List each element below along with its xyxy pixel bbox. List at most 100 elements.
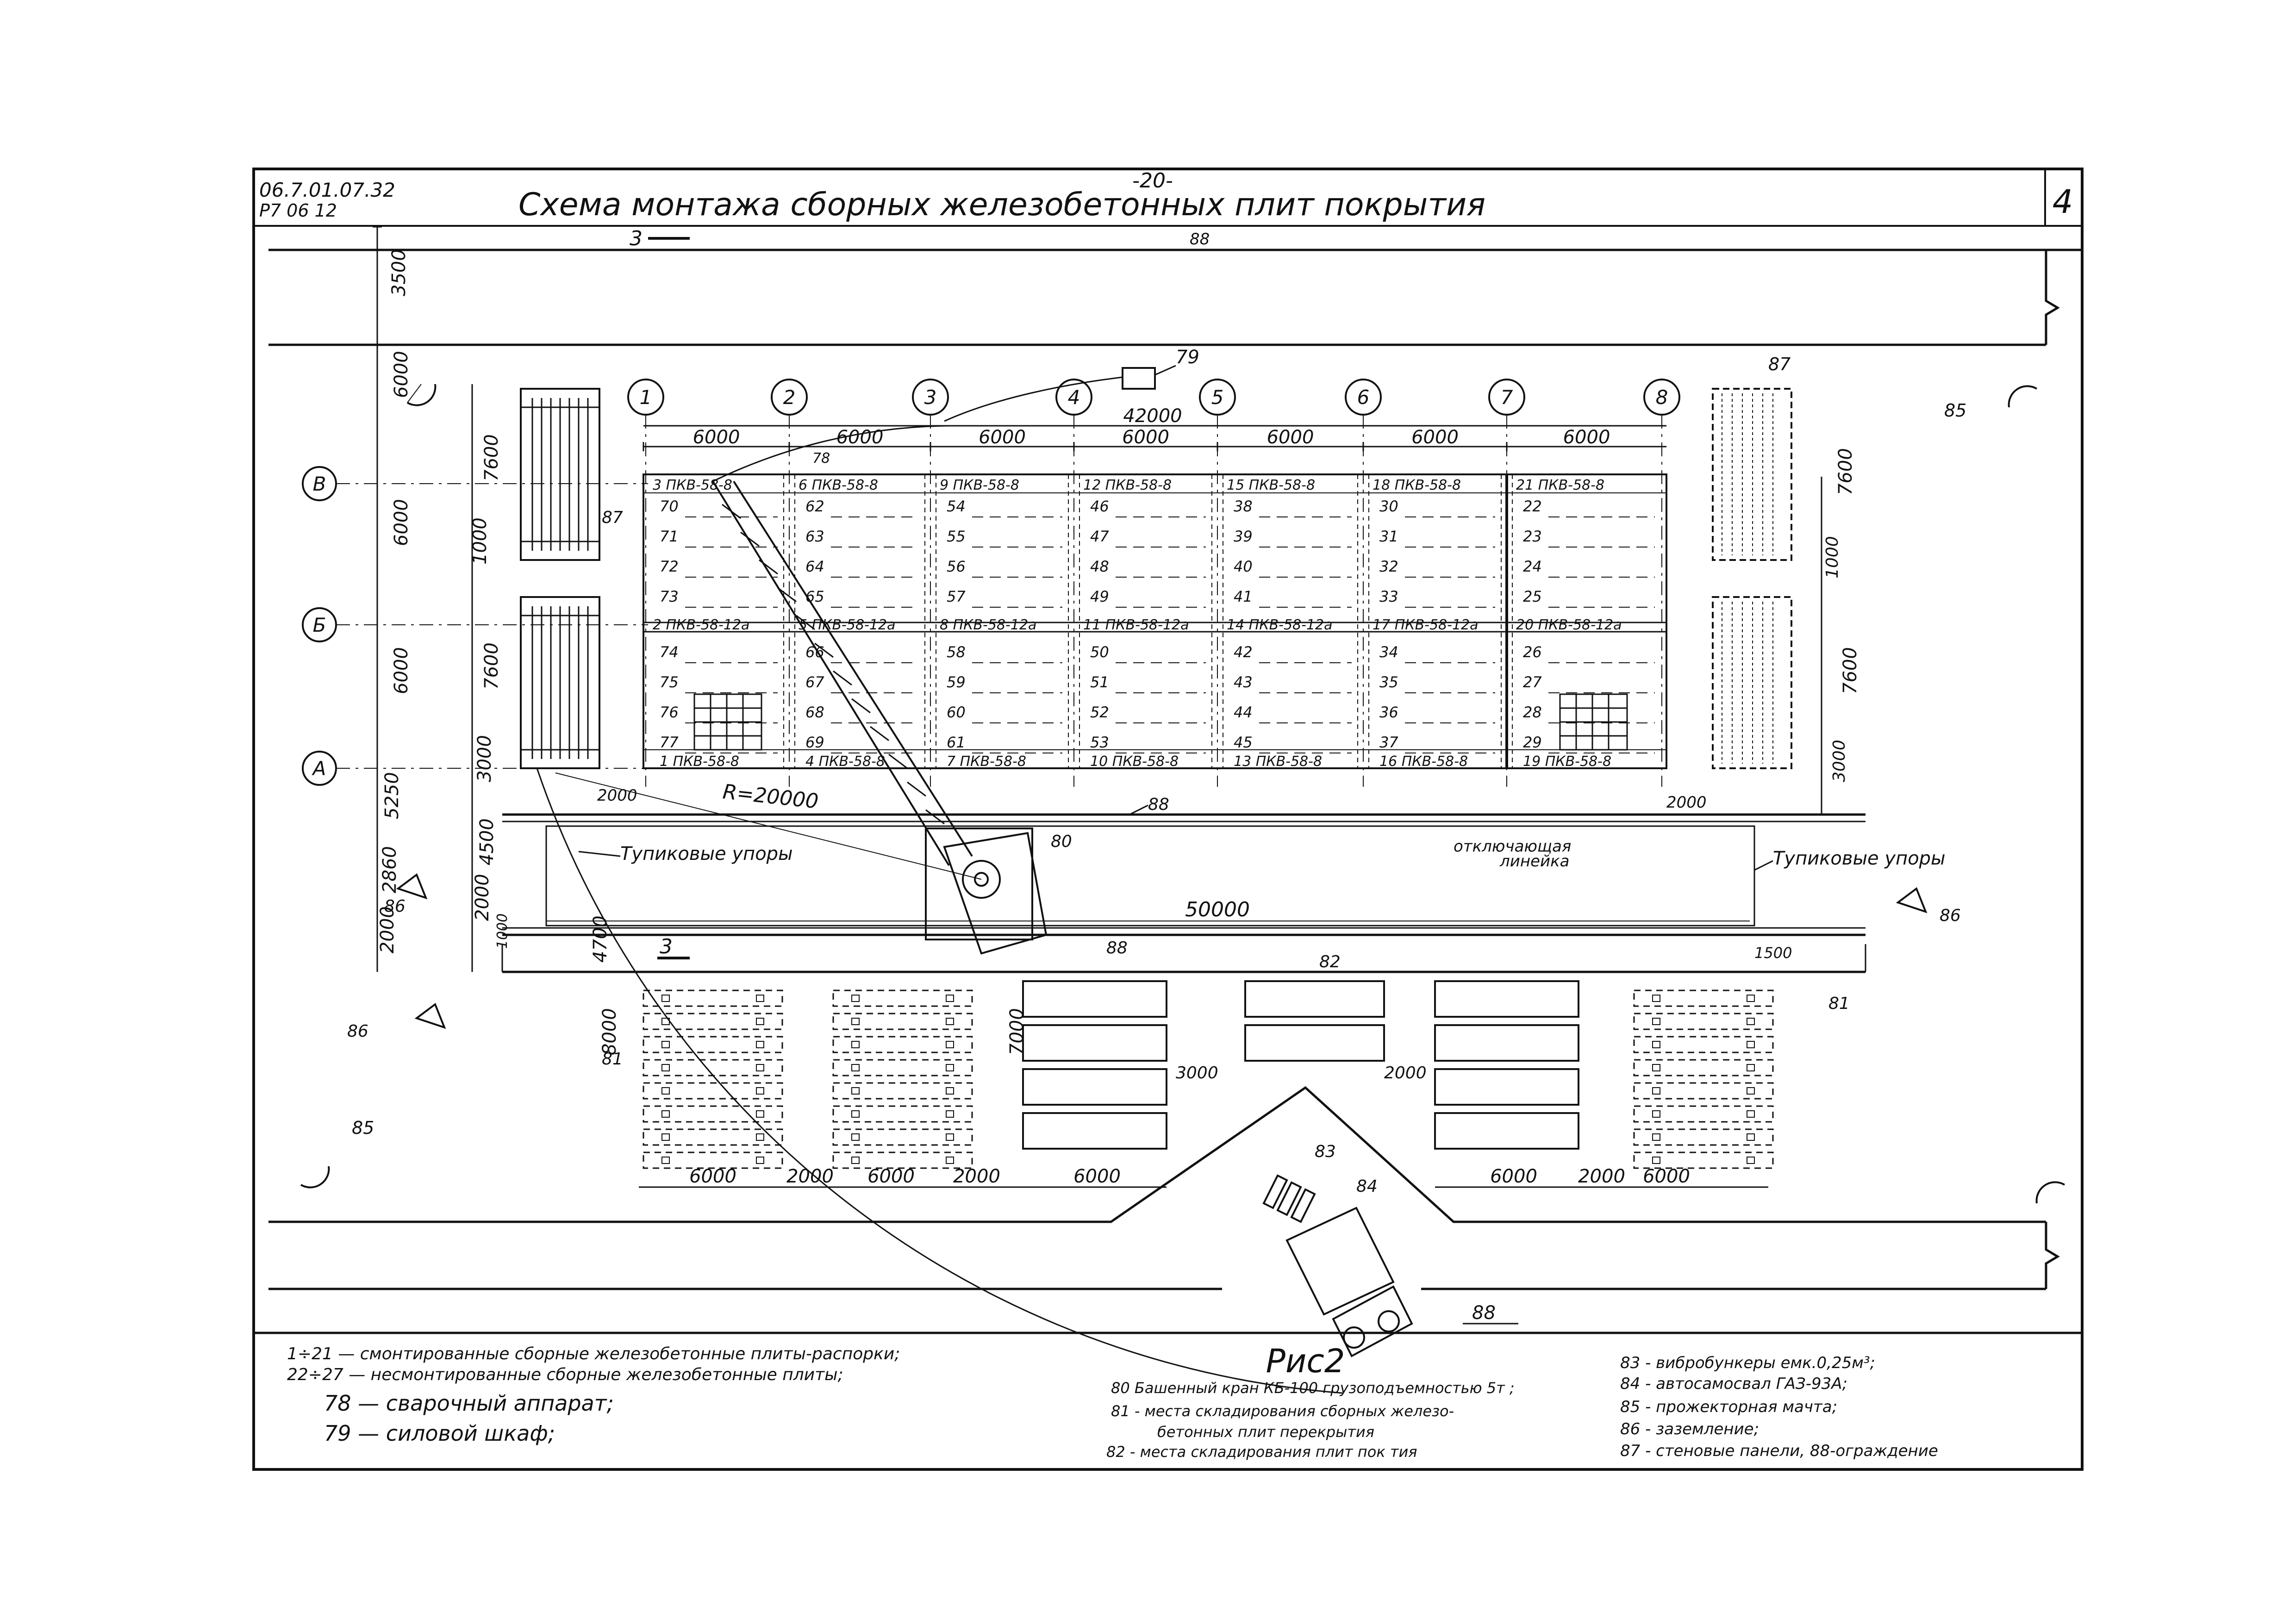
storage-slab-outline <box>832 989 973 1007</box>
slab-number: 52 <box>1090 703 1109 721</box>
callout-80: 80 <box>1051 832 1072 851</box>
slab-label-top: 12 ПКВ-58-8 <box>1083 477 1172 493</box>
dim-left-6000-b: 6000 <box>391 499 412 546</box>
doc-code-secondary: Р7 06 12 <box>259 200 337 221</box>
stair-hatch-right <box>1559 693 1628 751</box>
slab-number: 47 <box>1090 528 1109 545</box>
slab-number: 42 <box>1234 643 1253 661</box>
storage-slab-outline <box>643 1059 783 1076</box>
dead-stops-left: Тупиковые упоры <box>620 843 793 865</box>
wall-panel-hatching-left <box>521 398 599 759</box>
slab-number: 36 <box>1379 703 1398 721</box>
tower-crane <box>712 480 1048 955</box>
storage-slab-outline <box>1633 1105 1774 1123</box>
storage-slab-outline <box>1633 1128 1774 1146</box>
dead-stops-right: Тупиковые упоры <box>1773 848 1946 869</box>
radius-line <box>555 772 982 880</box>
drawing-title: Схема монтажа сборных железобетонных пли… <box>518 187 1485 223</box>
legend-left-1: 1÷21 — смонтированные сборные железобето… <box>287 1344 900 1363</box>
slab-label-top: 18 ПКВ-58-8 <box>1373 477 1461 493</box>
dim-overall-42000: 42000 <box>1123 405 1182 427</box>
slab-number: 41 <box>1234 588 1253 605</box>
callout-85-right: 85 <box>1944 400 1966 421</box>
left-dimension-chain <box>376 345 473 972</box>
power-cabinet <box>944 365 1176 422</box>
dim-right-3000: 3000 <box>1830 740 1849 782</box>
legend-middle-3: бетонных плит перекрытия <box>1157 1423 1375 1441</box>
callout-88-top: 88 <box>1190 230 1210 249</box>
column-axis-label: 6 <box>1357 386 1370 409</box>
dim-inner-1000-b: 1000 <box>494 914 511 949</box>
vibro-bunkers <box>1262 1174 1316 1223</box>
bay-dimension: 6000 <box>1563 427 1610 448</box>
bottom-dimension: 2000 <box>1578 1166 1625 1187</box>
searchlight-mast <box>300 384 2065 1204</box>
slab-number: 49 <box>1090 588 1109 605</box>
storage-slab-outline <box>643 1013 783 1030</box>
slab-number: 31 <box>1379 528 1398 545</box>
storage-slab-outline <box>832 1128 973 1146</box>
top-dimension-line <box>643 425 1666 448</box>
bottom-fence <box>268 1086 2060 1290</box>
dim-track-50000: 50000 <box>1185 898 1250 921</box>
slab-label-bottom: 13 ПКВ-58-8 <box>1234 753 1322 770</box>
slab-label-bottom: 4 ПКВ-58-8 <box>805 753 885 770</box>
dim-right-7600-a: 7600 <box>1835 448 1856 495</box>
dim-2000-storage: 2000 <box>1384 1064 1427 1083</box>
slab-number: 39 <box>1234 528 1253 545</box>
slab-number: 75 <box>660 673 679 691</box>
legend-middle-1: 80 Башенный кран КБ-100 грузоподъемность… <box>1111 1379 1515 1397</box>
callout-88-storage: 88 <box>1106 939 1128 958</box>
slab-number: 48 <box>1090 558 1109 575</box>
slab-number: 56 <box>947 558 966 575</box>
slab-label-bottom: 10 ПКВ-58-8 <box>1090 753 1179 770</box>
dim-left-5250: 5250 <box>381 772 403 819</box>
storage-slab-outline <box>832 1105 973 1123</box>
bay-dimension: 6000 <box>1267 427 1314 448</box>
wall-panel-hatching-right <box>1722 393 1773 764</box>
slab-label-middle: 8 ПКВ-58-12а <box>940 617 1036 633</box>
legend-right-3: 85 - прожекторная мачта; <box>1620 1398 1838 1416</box>
dim-right-7600-b: 7600 <box>1840 647 1861 694</box>
roof-slab-stack <box>1434 980 1579 1018</box>
slab-number: 25 <box>1523 588 1542 605</box>
bay-dimension: 6000 <box>693 427 740 448</box>
callout-86-right: 86 <box>1940 906 1961 925</box>
dim-inner-2000: 2000 <box>472 874 493 921</box>
slab-number: 29 <box>1523 734 1542 751</box>
slab-label-bottom: 7 ПКВ-58-8 <box>947 753 1026 770</box>
page-number: -20- <box>1132 169 1173 193</box>
slab-number: 72 <box>660 558 679 575</box>
slab-label-bottom: 19 ПКВ-58-8 <box>1523 753 1611 770</box>
callout-85-left: 85 <box>352 1118 374 1138</box>
storage-slab-outline <box>1633 1151 1774 1169</box>
dim-7000: 7000 <box>1006 1008 1028 1055</box>
slab-number: 50 <box>1090 643 1109 661</box>
section-mark-top: 3 <box>630 227 643 250</box>
legend-right-5: 87 - стеновые панели, 88-ограждение <box>1620 1442 1938 1460</box>
roof-slab-stack <box>1244 1024 1385 1062</box>
slab-number: 28 <box>1523 703 1542 721</box>
callout-87-left: 87 <box>602 508 623 527</box>
switch-ruler-label-1: отключающая <box>1454 837 1571 856</box>
dim-1500: 1500 <box>1754 944 1792 962</box>
legend-left-4: 79 — силовой шкаф; <box>324 1421 555 1446</box>
slab-label-top: 6 ПКВ-58-8 <box>799 477 878 493</box>
callout-86-lower: 86 <box>347 1022 368 1041</box>
section-mark-bottom: 3 <box>660 935 673 958</box>
storage-slab-outline <box>1633 1036 1774 1053</box>
slab-label-top: 3 ПКВ-58-8 <box>653 477 732 493</box>
storage-slab-outline <box>832 1036 973 1053</box>
slab-label-middle: 17 ПКВ-58-12а <box>1373 617 1479 633</box>
slab-number: 62 <box>805 498 824 515</box>
column-axis-label: 7 <box>1501 386 1513 409</box>
dim-inner-1000: 1000 <box>469 517 491 565</box>
bottom-dimension: 6000 <box>1490 1166 1537 1187</box>
dim-left-3500: 3500 <box>388 249 410 296</box>
slab-number: 40 <box>1234 558 1253 575</box>
slab-number: 38 <box>1234 498 1253 515</box>
slab-number: 58 <box>947 643 966 661</box>
slab-number: 67 <box>805 673 824 691</box>
